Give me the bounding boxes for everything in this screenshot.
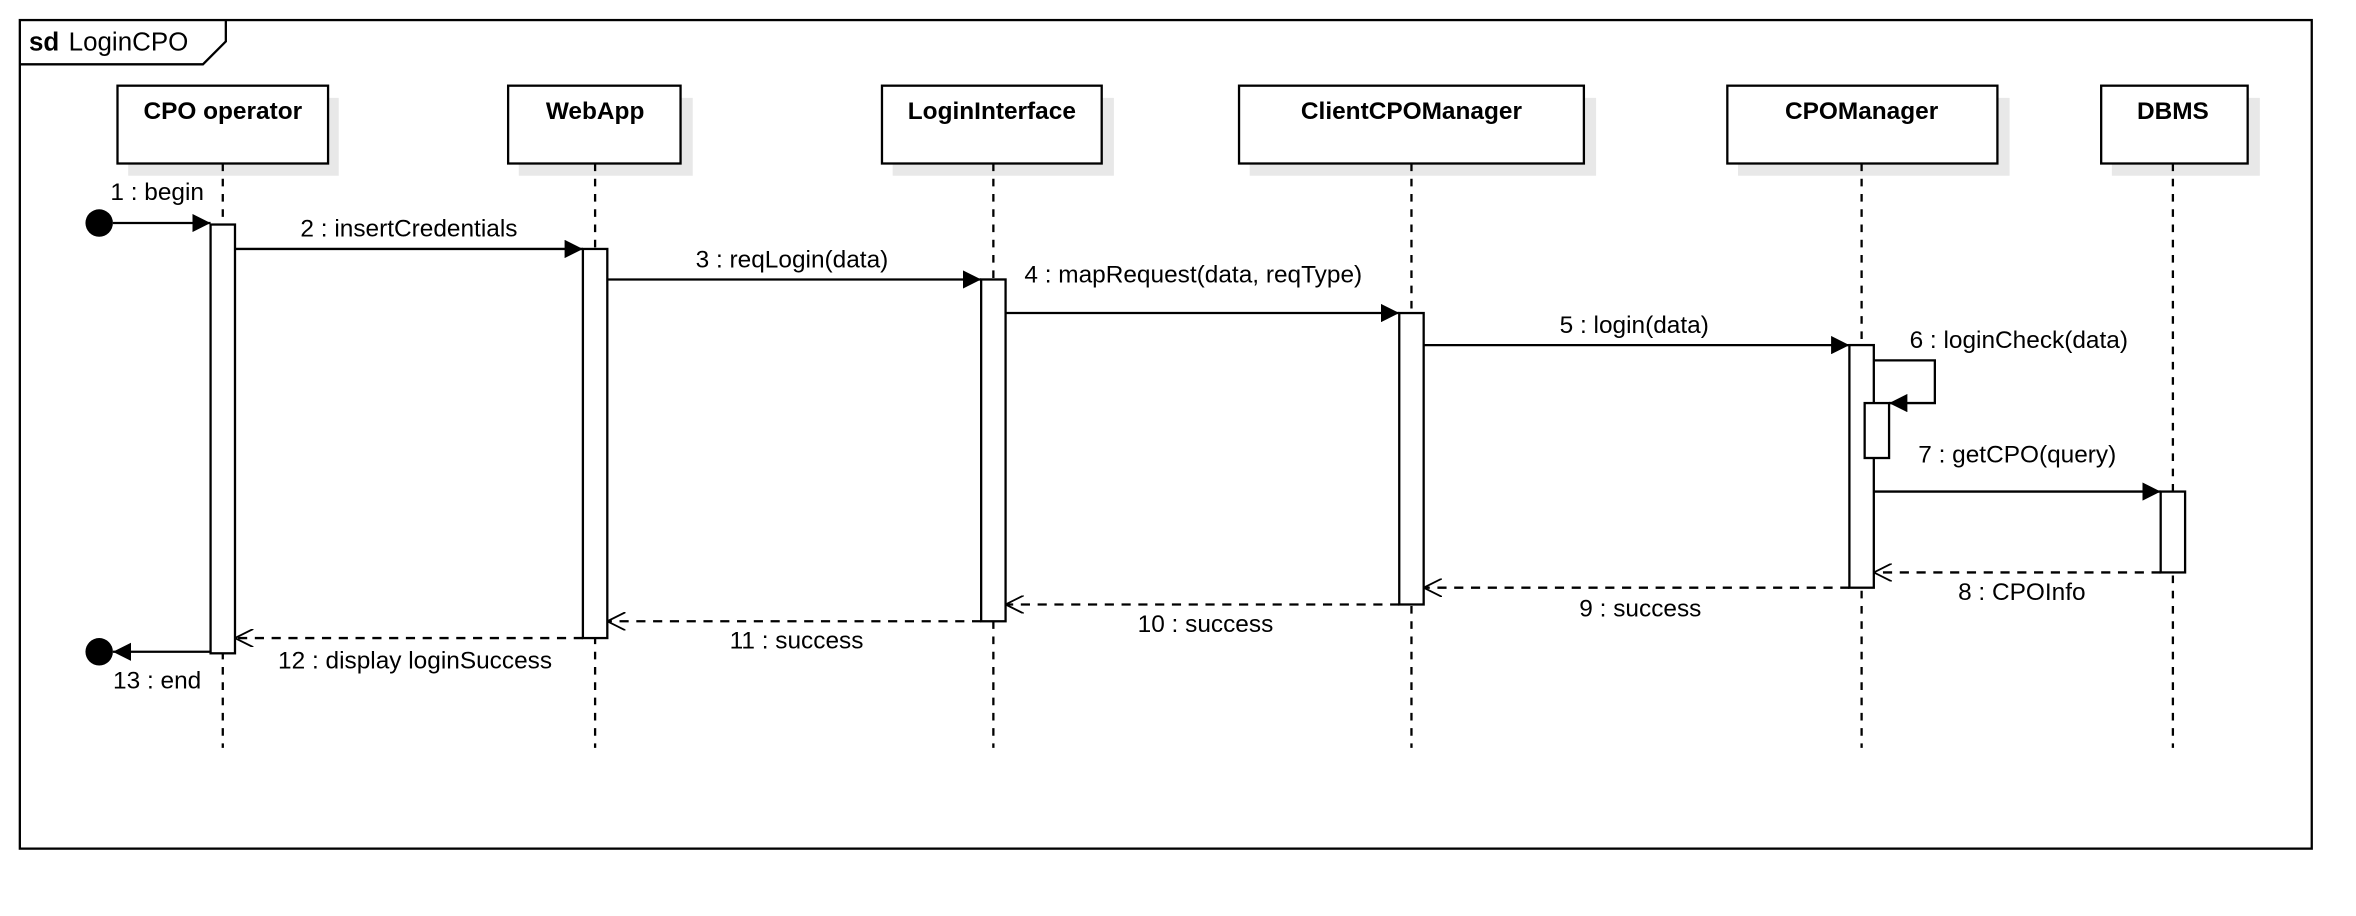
activation-bar-cpo-manager: [1848, 343, 1875, 589]
message-8: 8 : CPOInfo: [1873, 572, 2161, 606]
lifeline-head-client-cpo-manager[interactable]: [1237, 84, 1586, 165]
activation-bar-cpo-operator: [209, 223, 237, 655]
lifeline-head-dbms[interactable]: [2100, 84, 2249, 165]
activation-bar-webapp: [581, 247, 609, 640]
message-label: 7 : getCPO(query): [1918, 442, 2116, 469]
lifeline-head-login-interface[interactable]: [880, 84, 1103, 165]
message-1: 1 : begin: [85, 179, 211, 237]
lifeline-label: CPOManager: [1785, 98, 1939, 125]
message-6: 6 : loginCheck(data): [1873, 327, 2128, 413]
message-label: 9 : success: [1579, 596, 1701, 623]
lost-message-dot: [85, 638, 113, 666]
message-3: 3 : reqLogin(data): [607, 246, 982, 289]
message-7: 7 : getCPO(query): [1873, 442, 2161, 501]
message-11: 11 : success: [607, 621, 982, 655]
interaction-frame: sd LoginCPO: [18, 18, 2313, 850]
message-12: 12 : display loginSuccess: [234, 638, 583, 675]
found-message-dot: [85, 209, 113, 237]
lifeline-label: WebApp: [546, 98, 645, 125]
message-label: 3 : reqLogin(data): [696, 246, 889, 273]
activation-bar-client-cpo-manager: [1398, 311, 1425, 606]
lifeline-head-cpo-manager[interactable]: [1726, 84, 1999, 165]
message-label: 4 : mapRequest(data, reqType): [1024, 262, 1362, 289]
lifeline-cpo-manager: CPOManager: [1726, 84, 2010, 748]
activation-bar-login-interface: [980, 278, 1007, 623]
lifeline-client-cpo-manager: ClientCPOManager: [1237, 84, 1597, 748]
message-label: 1 : begin: [110, 179, 204, 206]
lifeline-head-webapp[interactable]: [506, 84, 682, 165]
lifeline-head-cpo-operator[interactable]: [116, 84, 330, 165]
lifeline-label: LoginInterface: [908, 98, 1076, 125]
message-13: 13 : end: [85, 638, 211, 694]
message-label: 2 : insertCredentials: [300, 216, 517, 243]
message-label: 11 : success: [730, 628, 864, 655]
message-4: 4 : mapRequest(data, reqType): [1005, 262, 1400, 323]
message-5: 5 : login(data): [1423, 312, 1850, 355]
message-label: 8 : CPOInfo: [1958, 579, 2086, 606]
lifeline-dbms: DBMS: [2100, 84, 2260, 748]
activation-bar-cpo-manager-nested: [1863, 401, 1891, 460]
frame-title: LoginCPO: [69, 29, 189, 57]
message-label: 10 : success: [1138, 611, 1274, 638]
lifeline-label: ClientCPOManager: [1301, 98, 1523, 125]
lifeline-label: CPO operator: [143, 98, 302, 125]
message-10: 10 : success: [1005, 604, 1400, 638]
lifeline-label: DBMS: [2137, 98, 2209, 125]
message-9: 9 : success: [1423, 588, 1850, 623]
message-label: 5 : login(data): [1560, 312, 1709, 339]
lifeline-cpo-operator: CPO operator: [116, 84, 339, 748]
activation-bar-dbms: [2159, 490, 2187, 574]
message-label: 6 : loginCheck(data): [1910, 327, 2128, 354]
message-label: 12 : display loginSuccess: [278, 648, 552, 675]
message-label: 13 : end: [113, 667, 201, 694]
message-2: 2 : insertCredentials: [234, 216, 583, 259]
frame-keyword: sd: [29, 29, 59, 57]
